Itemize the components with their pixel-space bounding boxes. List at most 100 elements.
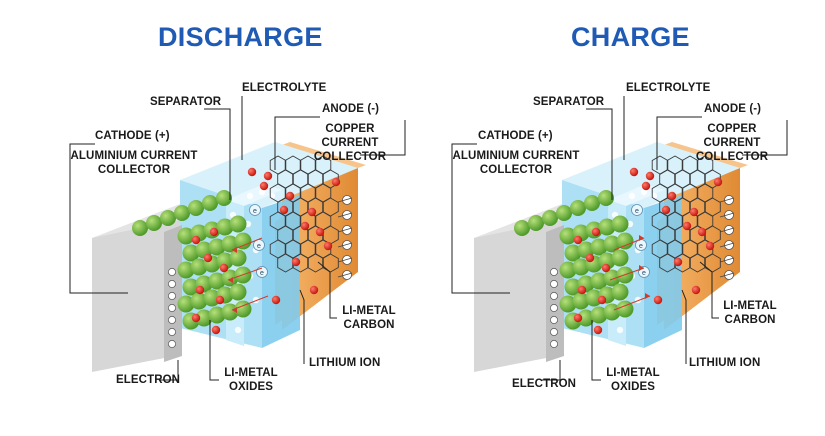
- lithium-ion-dot: [247, 167, 257, 177]
- electron-icon: [249, 204, 261, 216]
- li-metal-oxide-sphere: [514, 220, 530, 236]
- electron-icon: [550, 280, 558, 288]
- charge-title: CHARGE: [571, 22, 690, 52]
- separator-pore: [626, 220, 634, 228]
- li-metal-oxide-sphere: [598, 190, 614, 206]
- electron-arrow: [337, 212, 353, 218]
- aluminium-collector-face: [92, 220, 180, 372]
- separator-pore: [258, 188, 266, 196]
- ion-flow-arrowhead: [645, 293, 650, 299]
- electron-icon: [342, 195, 352, 205]
- li-metal-oxide-sphere: [182, 244, 200, 262]
- li-metal-oxide-sphere: [146, 215, 162, 231]
- leader-anode: [274, 116, 320, 170]
- charge-separator-label: SEPARATOR: [533, 96, 605, 108]
- li-metal-oxide-sphere: [208, 272, 226, 290]
- electron-icon: [631, 204, 643, 216]
- ion-flow-arrow: [613, 295, 651, 311]
- li-metal-oxide-sphere: [598, 218, 616, 236]
- charge-electrolyte-label: ELECTROLYTE: [626, 82, 711, 94]
- li-metal-oxide-sphere: [572, 258, 590, 276]
- charge-aluminium-collector-label: ALUMINIUM CURRENT COLLECTOR: [452, 150, 580, 176]
- electron-symbol: e: [635, 208, 639, 215]
- electron-icon: [724, 210, 734, 220]
- electron-arrow: [719, 212, 735, 218]
- lithium-ion-dot: [673, 257, 683, 267]
- electron-icon: [724, 225, 734, 235]
- li-metal-oxide-sphere: [195, 309, 213, 327]
- separator-pore: [234, 326, 242, 334]
- electron-icon: [168, 304, 176, 312]
- lithium-ion-dot: [641, 181, 651, 191]
- lithium-ion-dot: [697, 227, 707, 237]
- leader-cathode: [69, 143, 128, 294]
- li-metal-oxide-sphere: [221, 303, 239, 321]
- electron-symbol: e: [257, 243, 261, 250]
- lithium-ion-dot: [279, 205, 289, 215]
- electrolyte-side: [262, 195, 300, 348]
- lithium-ion-dot: [597, 295, 607, 305]
- li-metal-oxide-sphere: [559, 261, 577, 279]
- lithium-ion-dot: [689, 207, 699, 217]
- ion-flow-arrowhead: [232, 307, 237, 313]
- lithium-ion-dot: [215, 295, 225, 305]
- li-metal-oxide-sphere: [616, 300, 634, 318]
- li-metal-oxide-sphere: [590, 272, 608, 290]
- leader-separator: [204, 108, 231, 200]
- li-metal-oxide-sphere: [234, 300, 252, 318]
- leader-anode: [656, 116, 702, 170]
- li-metal-oxide-sphere: [598, 252, 616, 270]
- electron-arrow: [719, 272, 735, 278]
- leader-lithium-ion: [681, 289, 687, 364]
- discharge-anode-label: ANODE (-): [322, 103, 380, 115]
- electron-arrow: [337, 242, 353, 248]
- charge-li-metal-oxides-label: LI-METAL OXIDES: [606, 367, 660, 393]
- li-metal-oxide-sphere: [585, 289, 603, 307]
- charge-anode-label: ANODE (-): [704, 103, 762, 115]
- lithium-ion-dot: [629, 167, 639, 177]
- electron-icon: [168, 316, 176, 324]
- lithium-ion-dot: [585, 253, 595, 263]
- separator-pore: [628, 192, 636, 200]
- electron-icon: [168, 328, 176, 336]
- li-metal-oxide-sphere: [221, 269, 239, 287]
- li-metal-oxide-sphere: [216, 252, 234, 270]
- electron-arrow: [719, 257, 735, 263]
- separator-pore: [246, 192, 254, 200]
- ion-flow-arrowhead: [639, 235, 644, 241]
- electron-icon: [550, 304, 558, 312]
- lithium-ion-dot: [573, 235, 583, 245]
- li-metal-oxide-sphere: [174, 205, 190, 221]
- li-metal-oxide-sphere: [229, 249, 247, 267]
- leader-electron: [160, 360, 179, 381]
- ion-flow-arrow: [609, 267, 645, 281]
- ion-flow-arrowhead: [232, 247, 237, 253]
- li-metal-oxide-sphere: [603, 235, 621, 253]
- lithium-ion-dot: [653, 295, 663, 305]
- lithium-ion-dot: [661, 205, 671, 215]
- electron-arrow: [337, 272, 353, 278]
- li-metal-oxide-sphere: [208, 238, 226, 256]
- electron-arrow: [719, 242, 735, 248]
- li-metal-oxide-sphere: [590, 306, 608, 324]
- electron-symbol: e: [253, 208, 257, 215]
- leader-electron: [542, 360, 561, 381]
- li-metal-oxide-sphere: [584, 195, 600, 211]
- battery-charge: eee: [451, 96, 788, 381]
- discharge-separator-label: SEPARATOR: [150, 96, 222, 108]
- electron-symbol: e: [260, 270, 264, 277]
- electron-icon: [550, 340, 558, 348]
- lithium-ion-dot: [691, 285, 701, 295]
- lithium-ion-dot: [285, 191, 295, 201]
- lithium-ion-dot: [315, 227, 325, 237]
- charge-lithium-ion-label: LITHIUM ION: [689, 357, 761, 369]
- li-metal-oxide-sphere: [208, 306, 226, 324]
- li-metal-oxide-sphere: [570, 200, 586, 216]
- leader-copper: [360, 120, 406, 156]
- li-metal-oxide-sphere: [234, 232, 252, 250]
- lithium-ion-dot: [259, 181, 269, 191]
- separator-top: [608, 184, 664, 206]
- li-metal-oxide-sphere: [611, 283, 629, 301]
- electrolyte-side: [644, 195, 682, 348]
